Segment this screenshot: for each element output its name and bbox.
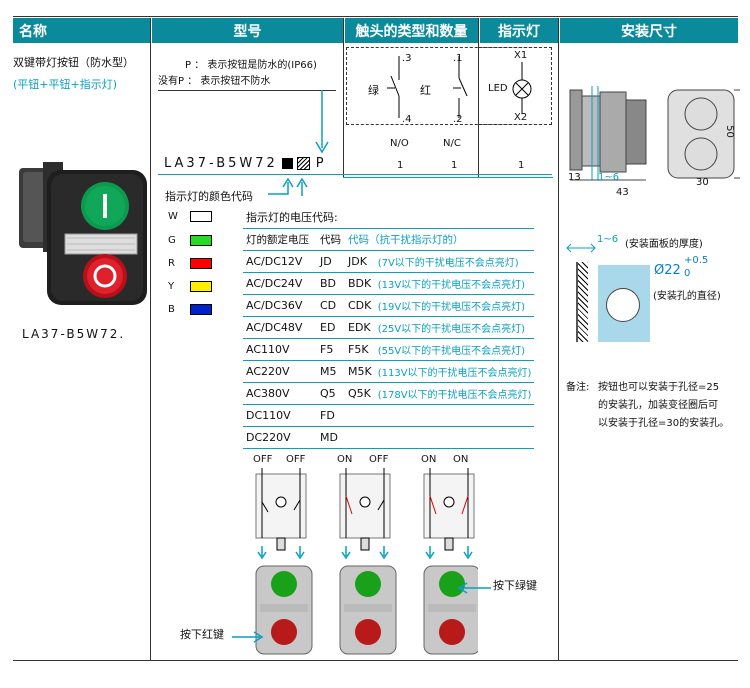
color-code: R xyxy=(168,258,175,269)
dim-30: 30 xyxy=(696,177,709,188)
color-code: B xyxy=(168,304,175,315)
nop-line: 没有P ： 表示按钮不防水 xyxy=(158,76,271,87)
table-header-row: 灯的额定电压 代码 代码（抗干扰指示灯的） xyxy=(243,228,535,251)
no-qty: 1 xyxy=(397,160,404,171)
state-label: ON xyxy=(337,454,353,465)
product-subtitle: (平钮+平钮+指示灯) xyxy=(13,78,118,91)
color-code: G xyxy=(168,235,176,246)
state-diagrams xyxy=(248,466,481,656)
dim-1-6: 1~6 xyxy=(598,172,620,183)
mount-drawing xyxy=(562,80,742,200)
state-label: ON xyxy=(421,454,437,465)
x2-label: X2 xyxy=(514,112,528,123)
dim-50: 50 xyxy=(723,125,735,138)
remark-line: 的安装孔，加装变径圈后可 xyxy=(598,400,718,411)
remark-label: 备注: xyxy=(566,382,590,393)
color-placeholder-box xyxy=(281,158,293,169)
panel-note: (安装面板的厚度) xyxy=(625,239,703,250)
top-rule xyxy=(13,16,738,17)
x1-label: X1 xyxy=(514,50,528,61)
green-label: 绿 xyxy=(368,84,379,97)
arrow-down-icon xyxy=(312,90,332,160)
product-model: LA37-B5W72. xyxy=(22,327,126,341)
col-divider xyxy=(343,18,344,178)
arrow-right-icon xyxy=(232,628,266,647)
p-line: P ： 表示按钮是防水的(IP66) xyxy=(185,60,317,71)
color-swatch xyxy=(190,235,212,246)
contacts-bottom-rule xyxy=(343,177,553,178)
product-photo xyxy=(15,160,150,310)
color-swatch xyxy=(190,258,212,269)
state-label: OFF xyxy=(369,454,389,465)
hole-note: (安装孔的直径) xyxy=(653,291,721,302)
color-caption: 指示灯的颜色代码 xyxy=(165,190,253,203)
terminal-label: .3 xyxy=(402,53,412,64)
indicator-qty: 1 xyxy=(518,160,525,171)
no-label: N/O xyxy=(390,138,409,149)
led-label: LED xyxy=(488,83,508,94)
press-red-label: 按下红键 xyxy=(180,628,224,641)
voltage-caption: 指示灯的电压代码: xyxy=(246,211,338,224)
state-label: OFF xyxy=(253,454,273,465)
header-contacts: 触头的类型和数量 xyxy=(345,18,478,43)
panel-section xyxy=(576,262,588,342)
dim-43: 43 xyxy=(616,187,629,198)
product-name: 双键带灯按钮（防水型） xyxy=(13,56,134,69)
dim-13: 13 xyxy=(568,172,581,183)
header-name: 名称 xyxy=(13,18,150,43)
hole-tol-dn: 0 xyxy=(684,268,691,279)
indicator-diagram xyxy=(478,47,552,125)
header-mount: 安装尺寸 xyxy=(560,18,738,43)
terminal-label: .2 xyxy=(453,114,463,125)
color-swatch xyxy=(190,281,212,292)
header-indicator: 指示灯 xyxy=(480,18,558,43)
mounting-hole xyxy=(606,288,640,322)
state-label: ON xyxy=(453,454,469,465)
arrow-up-icon xyxy=(268,177,318,204)
col-divider xyxy=(150,18,151,660)
nc-qty: 1 xyxy=(451,160,458,171)
model-code-underline xyxy=(158,174,552,175)
terminal-label: .1 xyxy=(453,53,463,64)
voltage-placeholder-box xyxy=(296,157,310,170)
remark-line: 以安装于孔径=30的安装孔。 xyxy=(598,418,730,429)
col-divider xyxy=(558,18,559,660)
color-swatch xyxy=(190,211,212,222)
model-underline xyxy=(158,90,336,91)
panel-thickness: 1~6 xyxy=(597,234,619,245)
hole-dia: Ø22 xyxy=(654,263,681,278)
press-green-label: 按下绿键 xyxy=(493,579,537,592)
nc-label: N/C xyxy=(443,138,461,149)
contacts-diagram xyxy=(346,47,552,125)
remark-line: 按钮也可以安装于孔径=25 xyxy=(598,382,720,393)
terminal-label: .4 xyxy=(402,114,412,125)
hole-tol-up: +0.5 xyxy=(684,255,709,266)
arrow-left-icon xyxy=(455,579,493,598)
header-model: 型号 xyxy=(152,18,343,43)
color-swatch xyxy=(190,304,212,315)
red-label: 红 xyxy=(420,84,431,97)
panel-arrow-icon xyxy=(565,236,599,258)
color-code: Y xyxy=(168,281,175,292)
state-label: OFF xyxy=(286,454,306,465)
color-code: W xyxy=(168,211,178,222)
model-code: LA37-B5W72 P xyxy=(164,156,327,171)
bottom-rule xyxy=(13,660,738,661)
